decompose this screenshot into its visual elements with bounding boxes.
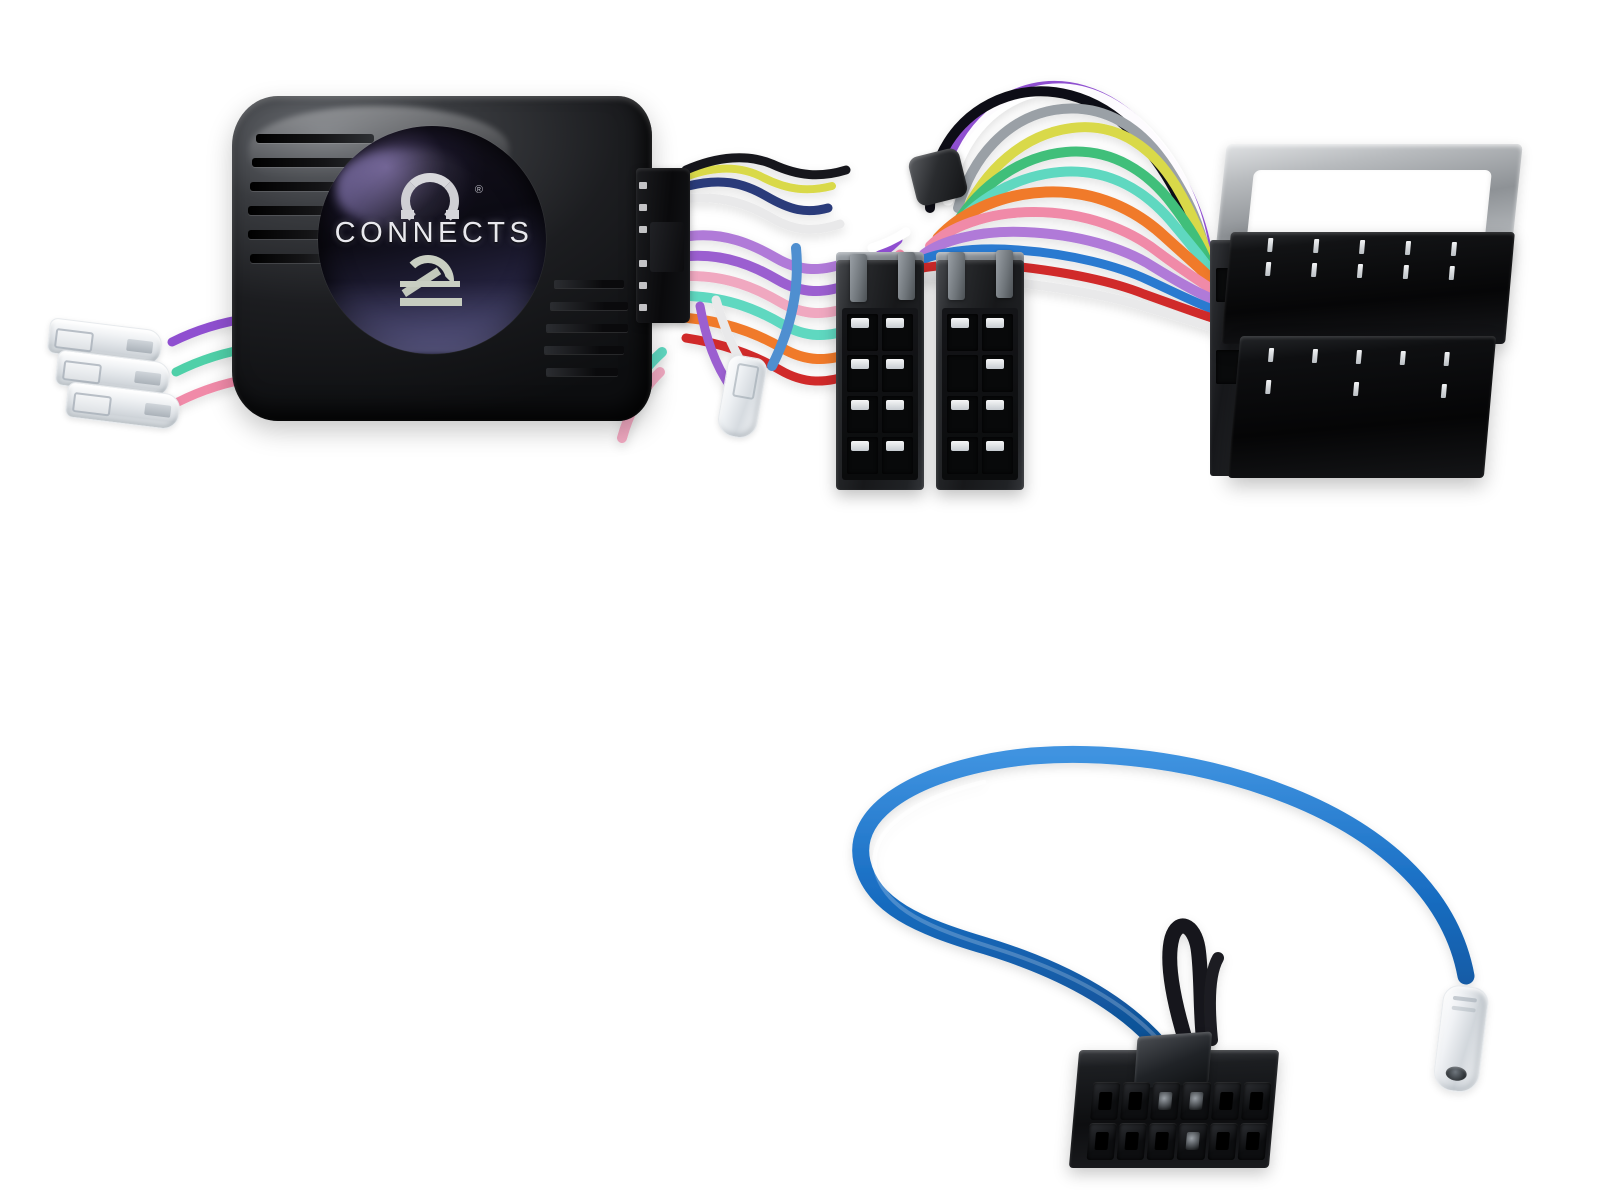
microfit-terminal-grid bbox=[1086, 1082, 1272, 1160]
vent-slot bbox=[248, 230, 358, 239]
iso-terminal bbox=[882, 314, 913, 351]
header-slot bbox=[639, 260, 647, 267]
iso-terminal bbox=[947, 314, 978, 351]
brand-number-two-icon: 2 bbox=[396, 253, 468, 309]
quadlock-pin bbox=[1265, 380, 1272, 394]
logo-reflection bbox=[318, 281, 546, 354]
iso-terminal bbox=[982, 396, 1013, 433]
iso-terminal bbox=[847, 437, 878, 474]
quadlock-lower-bay bbox=[1227, 336, 1497, 478]
vent-slot bbox=[252, 158, 382, 167]
iso-connector-block bbox=[936, 250, 1024, 490]
microfit-terminal bbox=[1180, 1082, 1212, 1120]
quadlock-pin bbox=[1355, 350, 1362, 364]
quadlock-pin bbox=[1399, 351, 1406, 365]
iso-latch-tab bbox=[898, 252, 915, 300]
iso-connector-block bbox=[836, 252, 924, 490]
iso-terminal bbox=[847, 314, 878, 351]
quadlock-pin bbox=[1313, 239, 1320, 253]
quadlock-pin bbox=[1310, 263, 1318, 277]
quadlock-pin bbox=[1265, 262, 1272, 276]
quadlock-connector bbox=[1208, 144, 1526, 496]
quadlock-pin bbox=[1352, 382, 1360, 396]
header-slot bbox=[639, 182, 647, 189]
microfit-terminal bbox=[1090, 1082, 1121, 1120]
vent-slot-right bbox=[546, 368, 618, 376]
vent-slot bbox=[250, 254, 346, 263]
microfit-terminal bbox=[1210, 1082, 1242, 1120]
quadlock-upper-bay bbox=[1221, 232, 1515, 344]
microfit-terminal bbox=[1237, 1122, 1268, 1160]
iso-connector-pair bbox=[836, 238, 1026, 490]
iso-terminal bbox=[947, 396, 978, 433]
interface-module: ® CONNECTS 2 bbox=[232, 96, 652, 421]
microfit-terminal bbox=[1150, 1082, 1181, 1120]
iso-terminal-face bbox=[942, 308, 1018, 480]
quadlock-pin bbox=[1450, 242, 1458, 256]
two-diagonal-stroke bbox=[401, 267, 442, 297]
vent-slot-right bbox=[550, 302, 628, 310]
microfit-terminal bbox=[1120, 1082, 1151, 1120]
vent-slot bbox=[248, 206, 368, 215]
quadlock-pin bbox=[1404, 241, 1412, 255]
iso-latch-tab bbox=[948, 252, 965, 300]
iso-terminal bbox=[947, 437, 978, 474]
microfit-12way-connector bbox=[1068, 1031, 1282, 1172]
header-ridge bbox=[650, 222, 684, 272]
header-slot bbox=[639, 226, 647, 233]
header-slot bbox=[639, 204, 647, 211]
iso-terminal bbox=[847, 396, 878, 433]
quadlock-pin bbox=[1440, 384, 1448, 398]
quadlock-pin bbox=[1448, 266, 1455, 280]
bullet-terminal-socket bbox=[1444, 1065, 1468, 1082]
microfit-terminal bbox=[1240, 1082, 1272, 1120]
quadlock-pin bbox=[1311, 349, 1319, 363]
iso-terminal bbox=[882, 396, 913, 433]
header-slot bbox=[639, 282, 647, 289]
vent-slot bbox=[250, 182, 378, 191]
vent-slot-right bbox=[554, 280, 624, 288]
brand-logo-disc: ® CONNECTS 2 bbox=[318, 126, 546, 354]
iso-terminal bbox=[982, 314, 1013, 351]
blue-patch-cable bbox=[852, 746, 1475, 1055]
module-output-header bbox=[636, 168, 690, 323]
iso-terminal bbox=[982, 355, 1013, 392]
header-slot bbox=[639, 304, 647, 311]
vent-slot bbox=[256, 134, 374, 143]
iso-terminal bbox=[947, 355, 978, 392]
microfit-terminal bbox=[1177, 1122, 1208, 1160]
microfit-terminal bbox=[1086, 1122, 1118, 1160]
quadlock-pin bbox=[1402, 265, 1410, 279]
iso-terminal bbox=[847, 355, 878, 392]
quadlock-pin bbox=[1267, 348, 1275, 362]
microfit-terminal bbox=[1207, 1122, 1238, 1160]
vent-slot-right bbox=[544, 346, 624, 354]
quadlock-pin bbox=[1443, 352, 1450, 366]
microfit-black-wires bbox=[1162, 918, 1224, 1052]
iso-terminal-face bbox=[842, 308, 918, 480]
omega-arch-icon: ® bbox=[393, 171, 483, 229]
iso-latch-tab bbox=[996, 250, 1013, 298]
iso-terminal bbox=[982, 437, 1013, 474]
microfit-latch bbox=[1133, 1031, 1213, 1089]
iso-terminal bbox=[882, 437, 913, 474]
microfit-terminal bbox=[1146, 1122, 1178, 1160]
vent-slot-right bbox=[546, 324, 628, 332]
quadlock-pin bbox=[1356, 264, 1364, 278]
iso-terminal bbox=[882, 355, 913, 392]
quadlock-pin bbox=[1358, 240, 1366, 254]
microfit-terminal bbox=[1116, 1122, 1148, 1160]
iso-latch-tab bbox=[850, 254, 867, 302]
registered-trademark-symbol: ® bbox=[474, 184, 483, 196]
quadlock-pin bbox=[1267, 238, 1274, 252]
